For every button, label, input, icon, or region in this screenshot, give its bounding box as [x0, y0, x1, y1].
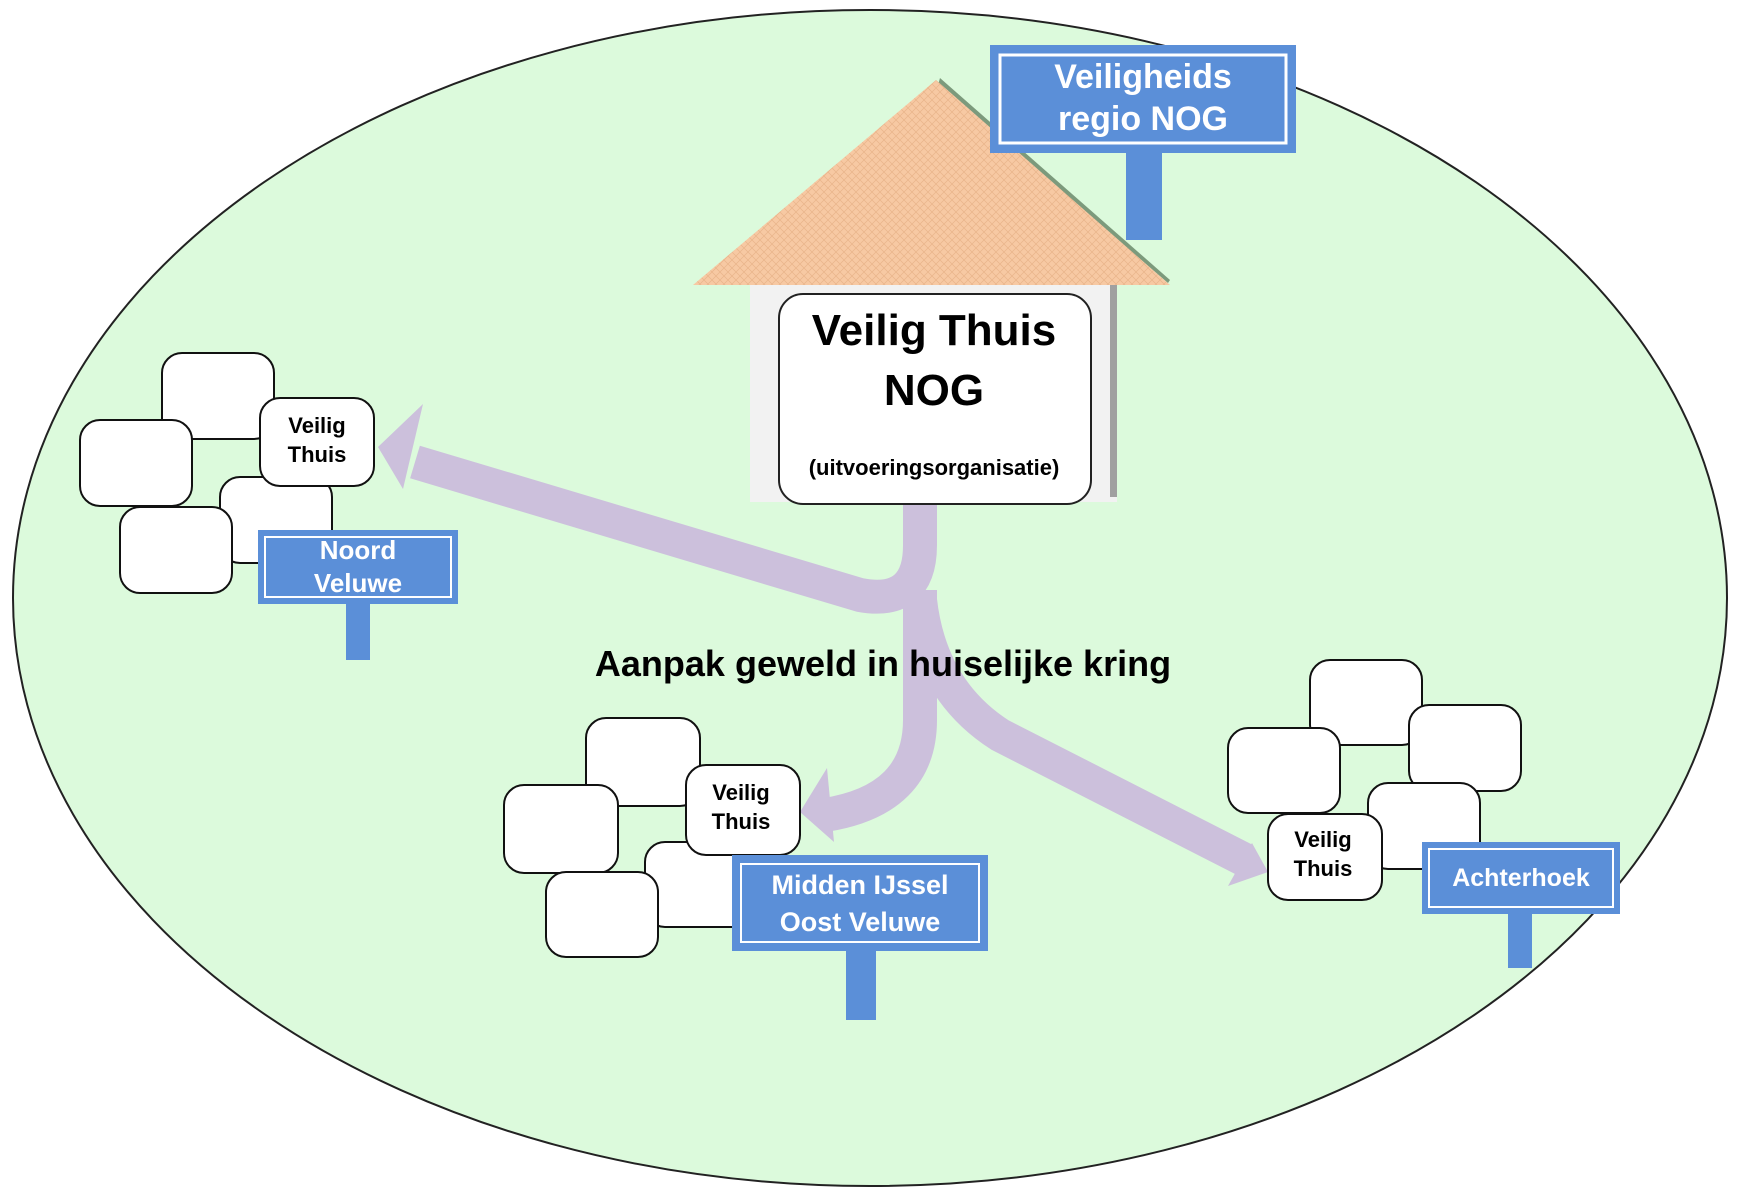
center-subtitle: (uitvoeringsorganisatie) — [809, 455, 1060, 480]
branch-house-label-line2: Thuis — [1294, 856, 1353, 881]
arrow-achterhoek — [903, 597, 1253, 876]
sign-line1: Midden IJssel — [771, 870, 948, 900]
region-sign-board — [998, 53, 1288, 145]
branch-house-label-line2: Thuis — [288, 442, 347, 467]
branch-noord-veluwe: Veilig Thuis Noord Veluwe — [79, 352, 458, 660]
region-sign-line1: Veiligheids — [1054, 58, 1232, 96]
house-block — [161, 352, 275, 440]
sign-line1: Noord — [320, 535, 397, 565]
sign-line1: Achterhoek — [1452, 864, 1590, 892]
branch-house-label-line2: Thuis — [712, 809, 771, 834]
center-title-line2: NOG — [884, 366, 984, 415]
sign-line2: Oost Veluwe — [780, 907, 941, 937]
sign-post — [846, 940, 876, 1020]
sign-board — [264, 536, 452, 598]
house-block — [79, 419, 193, 507]
flow-arrows — [410, 445, 1253, 876]
house-block — [545, 871, 659, 958]
house-block — [585, 717, 701, 807]
center-title-line1: Veilig Thuis — [812, 306, 1057, 355]
house-roof — [693, 80, 1170, 285]
branch-midden-ijssel: Veilig Thuis Midden IJssel Oost Veluwe — [503, 717, 988, 1020]
arrowhead-midden-ijssel — [800, 768, 834, 842]
house-wall-shadow — [1110, 285, 1117, 497]
center-box — [778, 293, 1092, 505]
region-sign-post — [1126, 150, 1162, 240]
house-block — [259, 397, 375, 487]
house-block — [1309, 659, 1423, 746]
arrow-noord-veluwe — [410, 445, 937, 614]
house-block — [119, 506, 233, 594]
sign-line2: Veluwe — [314, 568, 402, 598]
sign-post — [1508, 908, 1532, 968]
arrow-midden-ijssel — [821, 590, 937, 832]
region-sign-line2: regio NOG — [1058, 100, 1228, 138]
house-block — [1267, 813, 1383, 901]
arrowhead-achterhoek — [1228, 843, 1268, 886]
house-block — [503, 784, 619, 874]
branch-house-label-line1: Veilig — [712, 780, 769, 805]
branch-house-label-line1: Veilig — [288, 413, 345, 438]
sign-board — [1428, 848, 1614, 908]
diagram-caption: Aanpak geweld in huiselijke kring — [595, 643, 1171, 684]
branch-achterhoek: Veilig Thuis Achterhoek — [1227, 659, 1620, 968]
arrowhead-noord-veluwe — [378, 404, 423, 489]
house-block — [1408, 704, 1522, 792]
sign-post — [346, 600, 370, 660]
house-block — [1227, 727, 1341, 814]
branch-house-label-line1: Veilig — [1294, 827, 1351, 852]
sign-board — [740, 863, 980, 943]
